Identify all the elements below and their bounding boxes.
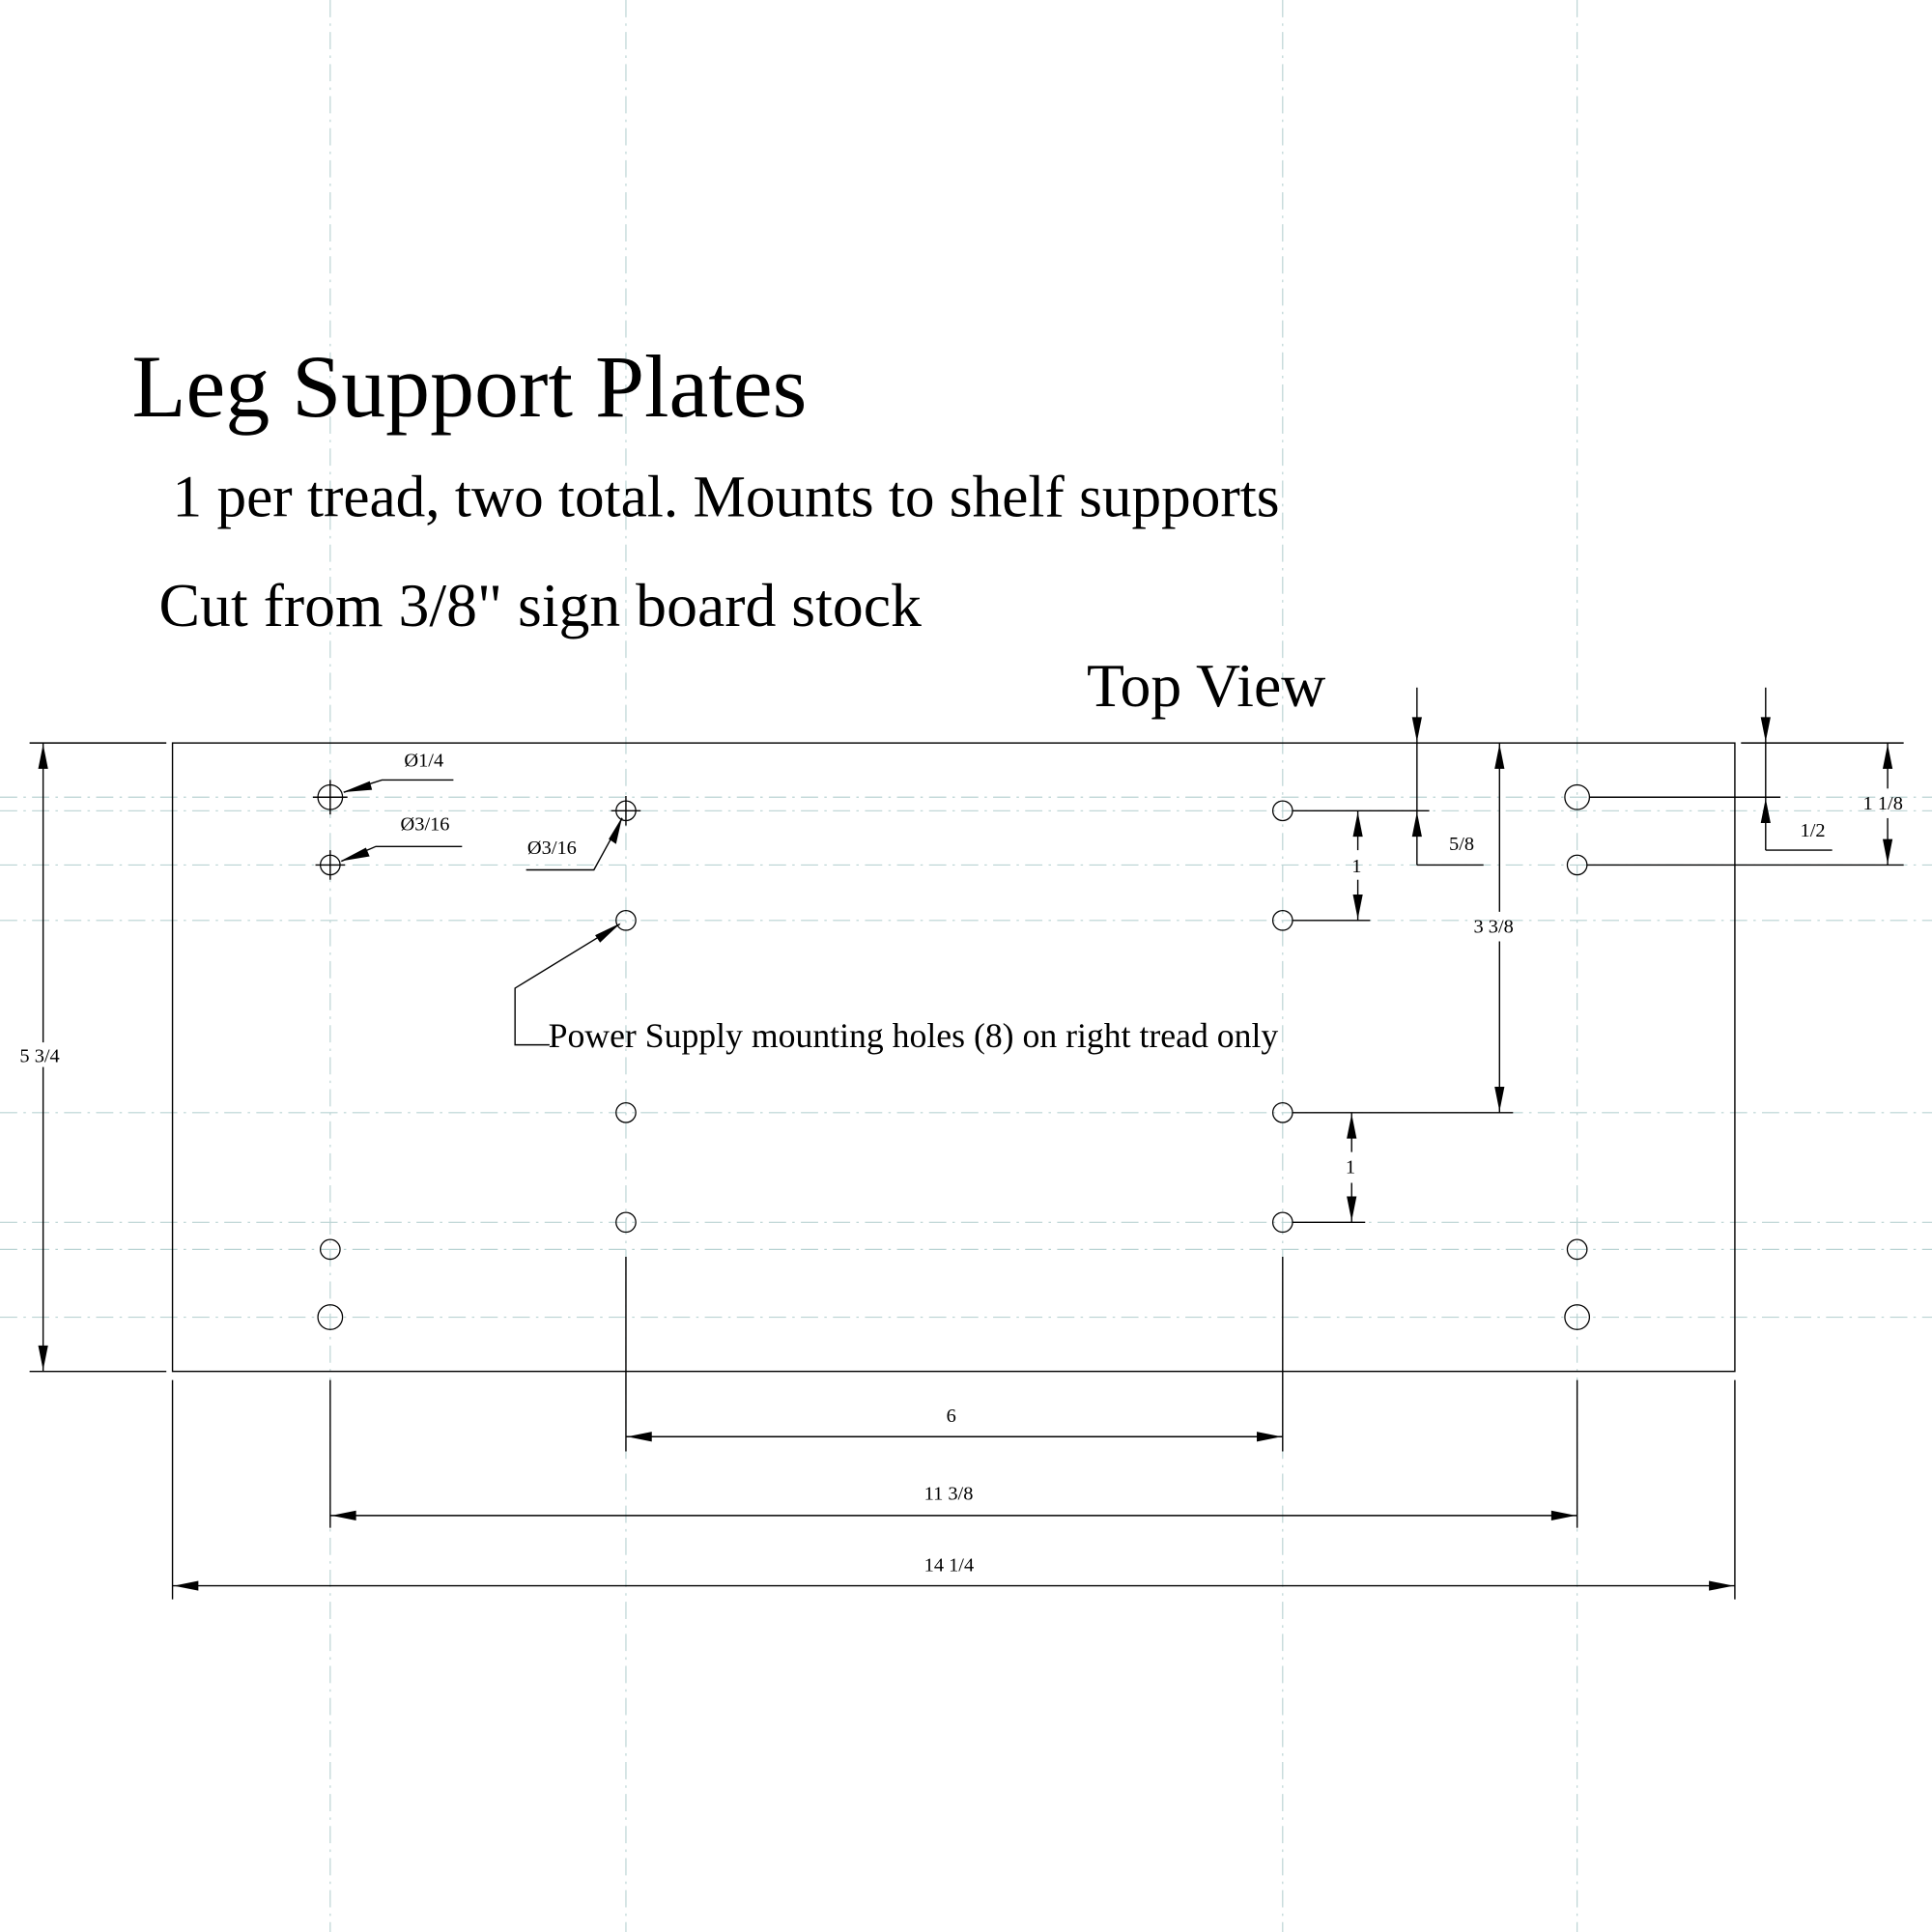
dim-outer-top-offset: 1/2 [1589,687,1833,851]
dim-text: 1 1/8 [1863,793,1903,814]
note-text: Power Supply mounting holes (8) on right… [549,1016,1279,1055]
dim-text: 11 3/8 [924,1483,974,1504]
callout-quarter: Ø1/4 [404,750,443,771]
dim-outer-pair-offset: 1 1/8 [1586,742,1904,867]
dim-ps-top-offset: 5/8 [1411,687,1484,867]
ps-hole [615,909,637,931]
callout-three-sixteenths-ps: Ø3/16 [527,838,577,859]
dim-text: 1 [1346,1156,1355,1178]
dim-outer-spacing: 11 3/8 [329,1379,1578,1528]
material-note: Cut from 3/8" sign board stock [159,571,922,639]
dim-ps-spacing-top: 1 [1293,810,1430,922]
dim-overall-width: 14 1/4 [171,1379,1736,1600]
holes [312,780,1591,1330]
hole-large [1564,1304,1591,1330]
dim-overall-height: 5 3/4 [16,742,167,1373]
ps-hole [615,1101,637,1123]
callout-three-sixteenths: Ø3/16 [401,814,450,836]
hole-callouts: Ø1/4 Ø3/16 Ø3/16 [340,750,623,871]
dim-text: 3 3/8 [1474,917,1514,938]
plate-outline [171,742,1736,1373]
drawing-subtitle: 1 per tread, two total. Mounts to shelf … [173,464,1280,529]
dim-text: 1/2 [1801,820,1826,841]
ps-hole [615,1211,637,1234]
dim-ps-span: 3 3/8 [1474,743,1514,1113]
power-supply-note: Power Supply mounting holes (8) on right… [514,923,1279,1055]
dim-text: 1 [1351,856,1361,877]
dim-text: 6 [947,1406,956,1427]
view-label: Top View [1087,651,1325,720]
dim-text: 14 1/4 [924,1554,975,1576]
dim-text: 5/8 [1449,834,1474,855]
drawing-title: Leg Support Plates [131,337,807,436]
hole-large [317,1304,344,1330]
dim-text: 5 3/4 [19,1045,59,1066]
dim-inner-spacing: 6 [625,1257,1284,1452]
hole-small [319,1238,341,1261]
dim-ps-spacing-bottom: 1 [1293,1112,1514,1224]
hole-small [1566,1238,1588,1261]
